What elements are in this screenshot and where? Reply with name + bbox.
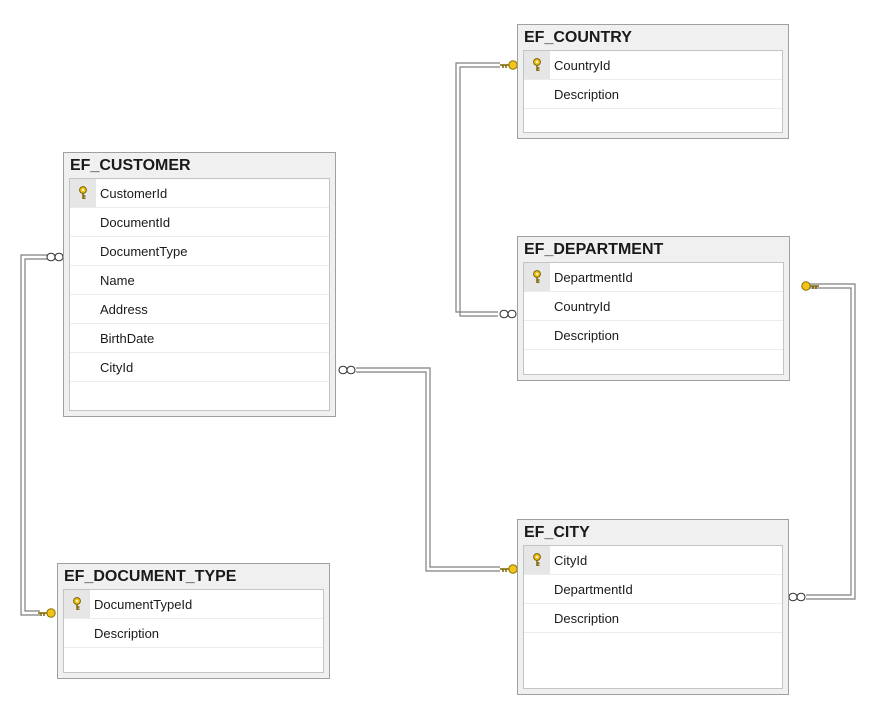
column-name: CountryId xyxy=(554,57,611,73)
column-row[interactable]: Description xyxy=(524,321,783,350)
key-icon xyxy=(801,281,820,291)
column-row[interactable]: CityId xyxy=(524,546,782,575)
key-icon xyxy=(499,564,518,574)
column-grid: DepartmentId CountryId Description xyxy=(523,262,784,375)
column-name: CustomerId xyxy=(100,185,168,201)
row-selector xyxy=(70,324,96,352)
column-name: DepartmentId xyxy=(554,581,633,597)
column-row[interactable]: Address xyxy=(70,295,329,324)
row-selector xyxy=(70,295,96,323)
column-row[interactable]: Description xyxy=(64,619,323,648)
column-row[interactable]: DocumentTypeId xyxy=(64,590,323,619)
column-name: DocumentId xyxy=(100,214,171,230)
relationship-city-department[interactable] xyxy=(788,281,856,602)
row-selector xyxy=(524,80,550,108)
table-ef-country[interactable]: EF_COUNTRY CountryId Description xyxy=(517,24,789,139)
column-grid: CustomerId DocumentId DocumentType Name … xyxy=(69,178,330,411)
column-row[interactable]: DocumentId xyxy=(70,208,329,237)
primary-key-icon xyxy=(524,546,550,574)
column-row[interactable]: Name xyxy=(70,266,329,295)
row-selector xyxy=(524,604,550,632)
column-name: Description xyxy=(554,610,620,626)
row-selector xyxy=(70,237,96,265)
row-selector xyxy=(524,321,550,349)
table-ef-department[interactable]: EF_DEPARTMENT DepartmentId CountryId Des… xyxy=(517,236,790,381)
table-title: EF_DEPARTMENT xyxy=(524,241,664,258)
column-grid: CityId DepartmentId Description xyxy=(523,545,783,689)
column-name: BirthDate xyxy=(100,330,155,346)
column-name: Address xyxy=(100,301,148,317)
column-row[interactable]: DocumentType xyxy=(70,237,329,266)
primary-key-icon xyxy=(524,51,550,79)
primary-key-icon xyxy=(524,263,550,291)
column-name: Name xyxy=(100,272,135,288)
column-row[interactable]: Description xyxy=(524,80,782,109)
key-icon xyxy=(499,60,518,70)
row-selector xyxy=(70,353,96,381)
relationship-customer-documenttype[interactable] xyxy=(20,252,64,618)
row-selector xyxy=(70,208,96,236)
column-grid: CountryId Description xyxy=(523,50,783,133)
column-name: CountryId xyxy=(554,298,611,314)
column-row[interactable]: DepartmentId xyxy=(524,263,783,292)
many-end-symbol xyxy=(338,365,356,375)
column-name: Description xyxy=(554,327,620,343)
table-ef-city[interactable]: EF_CITY CityId DepartmentId Description xyxy=(517,519,789,695)
column-name: DocumentType xyxy=(100,243,188,259)
many-end-symbol xyxy=(46,252,64,262)
table-title: EF_CUSTOMER xyxy=(70,157,191,174)
column-name: Description xyxy=(554,86,620,102)
key-icon xyxy=(37,608,56,618)
column-row[interactable]: CityId xyxy=(70,353,329,382)
column-row[interactable]: BirthDate xyxy=(70,324,329,353)
column-name: CityId xyxy=(554,552,588,568)
relationship-department-country[interactable] xyxy=(455,60,518,319)
column-row[interactable]: DepartmentId xyxy=(524,575,782,604)
table-ef-customer[interactable]: EF_CUSTOMER CustomerId DocumentId Docume… xyxy=(63,152,336,417)
row-selector xyxy=(524,575,550,603)
column-row[interactable]: CustomerId xyxy=(70,179,329,208)
column-name: CityId xyxy=(100,359,134,375)
row-selector xyxy=(70,266,96,294)
row-selector xyxy=(64,619,90,647)
table-title: EF_COUNTRY xyxy=(524,29,632,46)
column-grid: DocumentTypeId Description xyxy=(63,589,324,673)
table-title: EF_DOCUMENT_TYPE xyxy=(64,568,237,585)
many-end-symbol xyxy=(499,309,517,319)
column-name: DepartmentId xyxy=(554,269,633,285)
column-row[interactable]: CountryId xyxy=(524,51,782,80)
table-ef-document-type[interactable]: EF_DOCUMENT_TYPE DocumentTypeId Descript… xyxy=(57,563,330,679)
primary-key-icon xyxy=(64,590,90,618)
column-row[interactable]: Description xyxy=(524,604,782,633)
row-selector xyxy=(524,292,550,320)
column-row[interactable]: CountryId xyxy=(524,292,783,321)
table-title: EF_CITY xyxy=(524,524,590,541)
column-name: Description xyxy=(94,625,160,641)
relationship-customer-city[interactable] xyxy=(338,365,518,574)
many-end-symbol xyxy=(788,592,806,602)
primary-key-icon xyxy=(70,179,96,207)
column-name: DocumentTypeId xyxy=(94,596,193,612)
